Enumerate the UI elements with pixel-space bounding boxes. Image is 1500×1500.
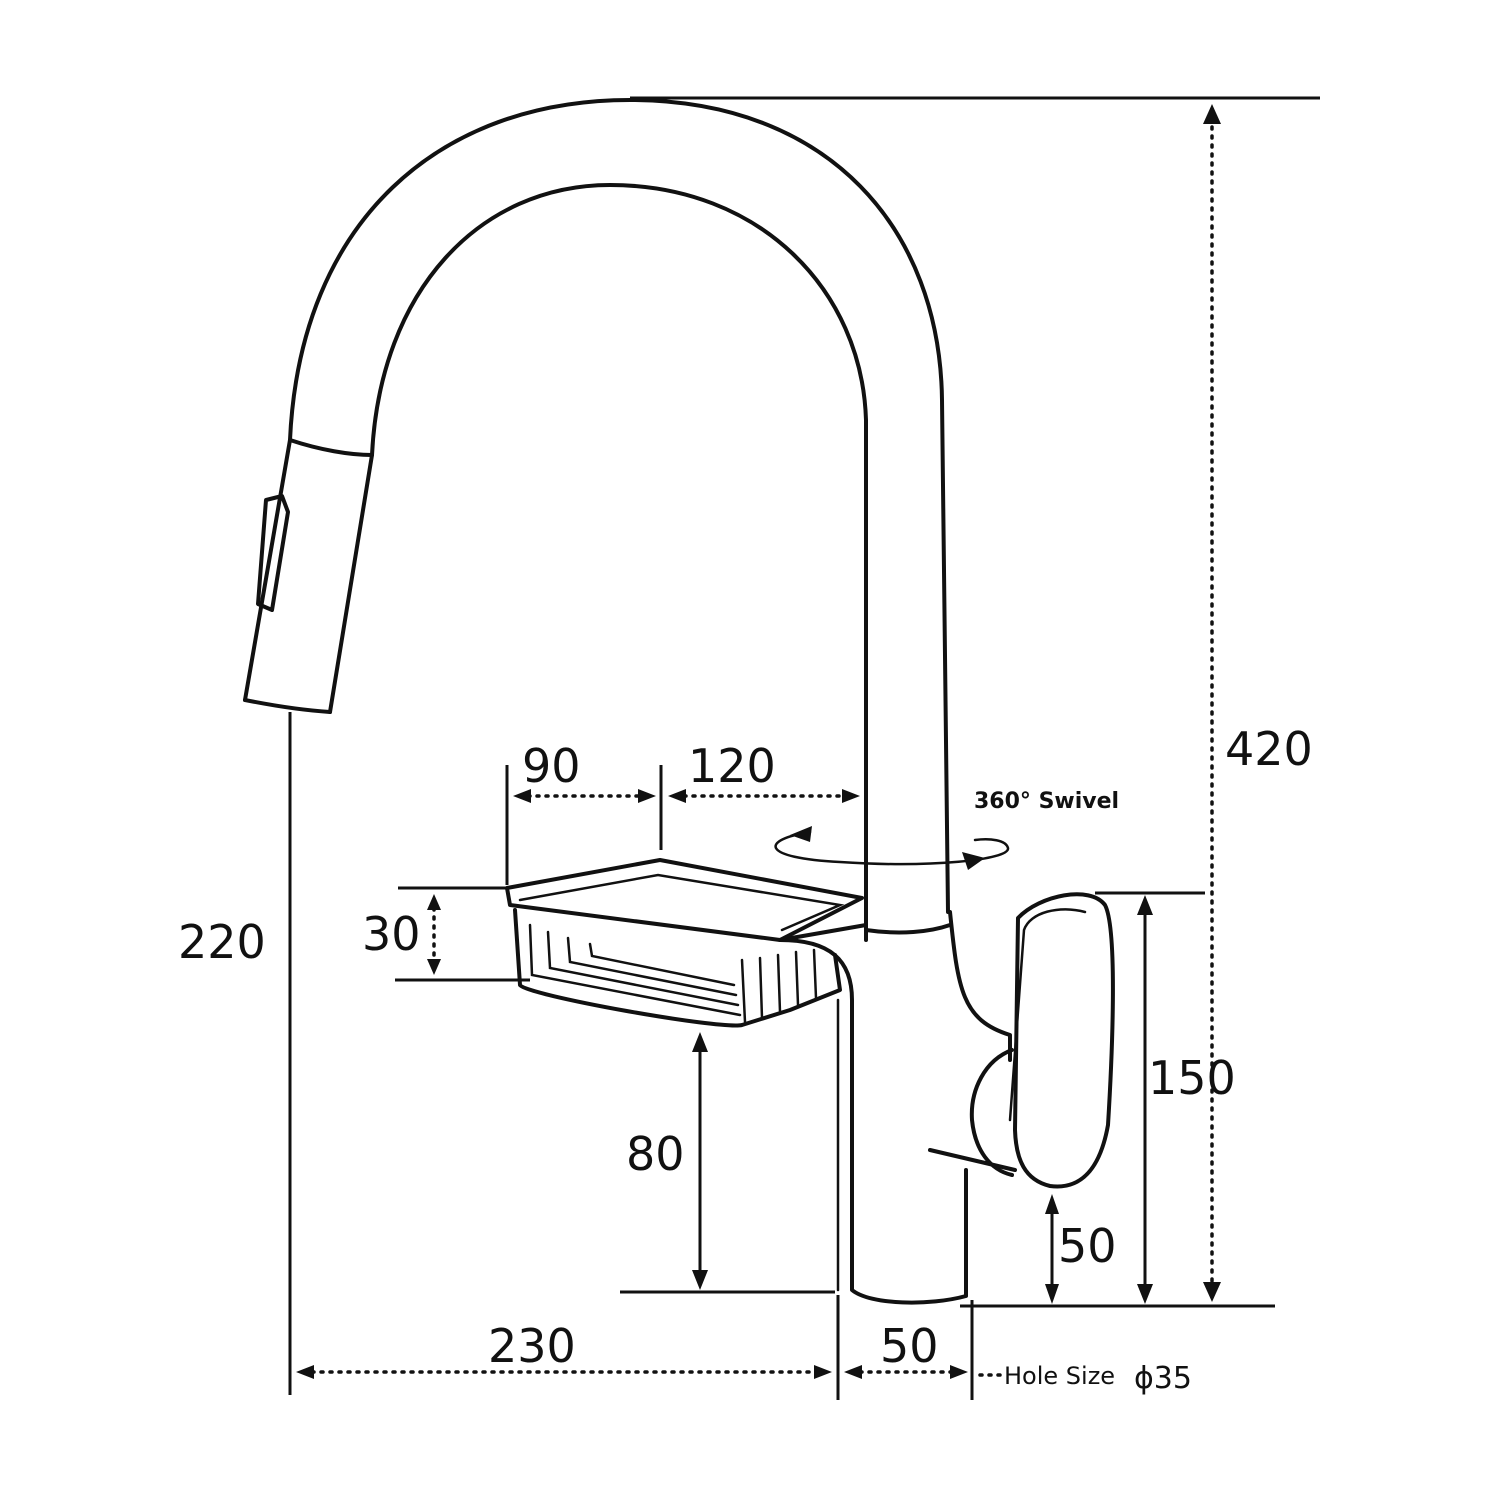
swivel-arrow[interactable] [774, 830, 1010, 866]
dimension-lines [288, 96, 1320, 1400]
lower-body [778, 910, 1012, 1305]
handle-hub [969, 1048, 1014, 1177]
spout-outer-curve [243, 98, 950, 914]
reach-label: 230 [488, 1319, 576, 1373]
handle-base-label: 50 [1058, 1219, 1117, 1273]
basket-width-b-label: 120 [688, 739, 776, 793]
sprayer-button [256, 494, 290, 612]
spout-inner-curve [328, 183, 868, 942]
spout-height-label: 220 [178, 915, 266, 969]
dimension-labels: 420 220 150 50 80 30 90 120 230 50 360° … [178, 722, 1313, 1396]
lever-handle [1013, 892, 1115, 1189]
faucet-drawing [243, 98, 1115, 1305]
handle-height-label: 150 [1148, 1051, 1236, 1105]
base-diameter-label: 50 [880, 1319, 939, 1373]
body-collar [864, 923, 952, 935]
lever-handle-inner [1008, 908, 1087, 1122]
hole-size-label: Hole Size [1004, 1362, 1115, 1390]
swivel-arrowhead-left [790, 826, 812, 842]
hole-size-value: ϕ35 [1134, 1361, 1192, 1396]
total-height-label: 420 [1225, 722, 1313, 776]
basket-width-a-label: 90 [522, 739, 581, 793]
basket-depth-label: 30 [362, 907, 421, 961]
soap-basket [505, 858, 864, 1028]
basket-to-deck-label: 80 [626, 1127, 685, 1181]
handle-hub-base [928, 1148, 1017, 1172]
swivel-arrowhead-right [962, 852, 985, 870]
sprayer-head [243, 438, 374, 714]
swivel-label: 360° Swivel [974, 789, 1119, 814]
